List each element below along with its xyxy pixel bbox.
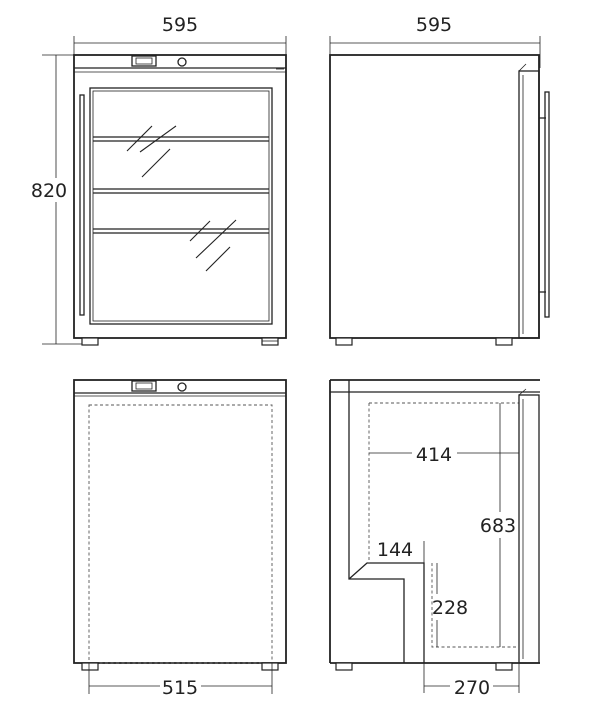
inner-liner-profile <box>348 380 405 663</box>
side-handle <box>544 91 550 318</box>
interior-cabinet-outline <box>73 379 287 664</box>
section-door-hinge <box>518 388 527 396</box>
compressor-step-profile <box>348 562 425 663</box>
display-panel <box>131 55 157 67</box>
display-screen <box>135 57 153 65</box>
glass-reflection-4 <box>189 220 211 242</box>
foot-left <box>81 337 99 346</box>
glass-reflection-3 <box>141 148 171 178</box>
section-foot-left <box>335 662 353 671</box>
inner-height-label: 683 <box>480 515 516 537</box>
interior-display-panel <box>131 380 157 392</box>
thermostat-knob <box>177 57 187 67</box>
door-edge <box>518 70 540 339</box>
interior-display-screen <box>135 382 153 390</box>
side-foot-left <box>335 337 353 346</box>
foot-right <box>261 337 279 346</box>
side-cabinet-outline <box>329 54 540 339</box>
interior-foot-left <box>81 662 99 671</box>
door-hinge-top <box>518 63 527 72</box>
interior-foot-right <box>261 662 279 671</box>
interior-thermostat-knob <box>177 382 187 392</box>
side-exterior-view: 595 <box>329 14 550 346</box>
door-handle <box>79 94 85 316</box>
section-door <box>518 394 540 664</box>
height-label: 820 <box>31 180 67 202</box>
interior-volume-outline <box>88 404 273 664</box>
section-interior-outline <box>368 402 519 648</box>
glass-frame-outer <box>89 87 273 325</box>
glass-frame-inner <box>92 90 270 322</box>
step-height-label: 228 <box>432 597 468 619</box>
front-width-label: 595 <box>162 14 198 36</box>
inner-depth-label: 414 <box>416 444 452 466</box>
height-label-bg <box>30 178 70 202</box>
glass-reflection-6 <box>205 246 231 272</box>
glass-reflection-2 <box>139 125 177 153</box>
front-interior-view: 515 <box>73 379 287 699</box>
step-depth-label: 144 <box>377 539 413 561</box>
side-section-view: 414 683 144 228 270 <box>329 379 540 699</box>
cabinet-outline <box>73 54 287 339</box>
door-depth-label: 270 <box>454 677 490 699</box>
front-glass-door-view: 595 820 <box>30 14 287 346</box>
section-foot-right <box>495 662 513 671</box>
glass-reflection-1 <box>126 125 153 152</box>
inner-width-label: 515 <box>162 677 198 699</box>
glass-reflection-5 <box>195 219 237 259</box>
side-foot-right <box>495 337 513 346</box>
side-depth-label: 595 <box>416 14 452 36</box>
